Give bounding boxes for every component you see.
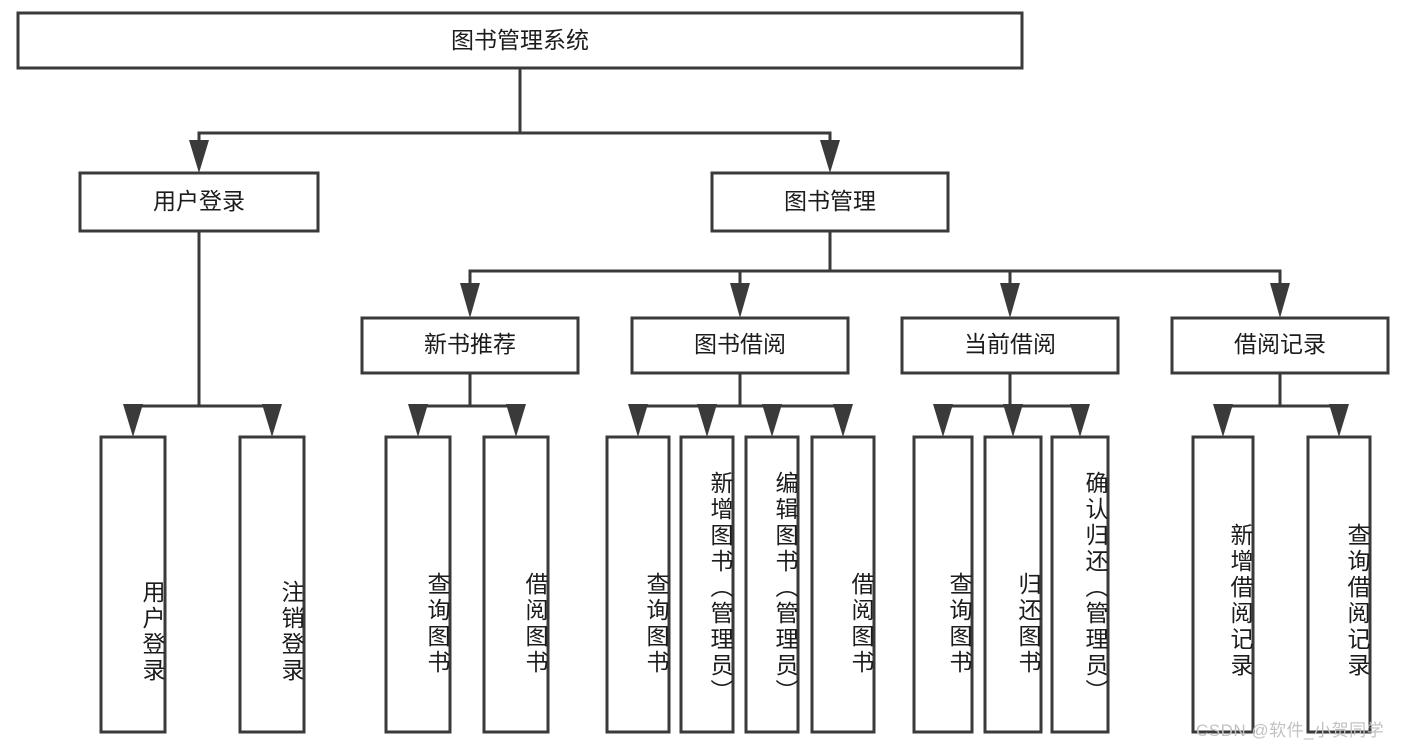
node-box-borrow-record[interactable] — [1170, 316, 1390, 375]
arrow-head-book-borrow — [730, 283, 750, 318]
arrow-head-new-book-recommend — [460, 283, 480, 318]
connector-layer — [123, 66, 1349, 437]
node-box-leaf-borrow-book[interactable] — [810, 435, 876, 734]
node-box-leaf-add-book[interactable] — [679, 435, 735, 734]
arrow-head-borrow-record — [1270, 283, 1290, 318]
arrow-head-leaf-add-borrow-record — [1213, 404, 1233, 437]
arrow-head-leaf-query-book-current — [933, 404, 953, 437]
node-box-leaf-add-borrow-record[interactable] — [1191, 435, 1255, 734]
arrow-head-book-management — [820, 140, 840, 173]
node-label-borrow-record: 借阅记录 — [1234, 331, 1326, 357]
node-box-leaf-query-borrow-record[interactable] — [1306, 435, 1372, 734]
node-box-leaf-query-book-recommend[interactable] — [384, 435, 452, 734]
arrow-head-leaf-query-borrow-record — [1329, 404, 1349, 437]
node-label-root: 图书管理系统 — [451, 27, 589, 53]
arrow-head-leaf-edit-book — [762, 404, 782, 437]
node-box-leaf-user-logout[interactable] — [238, 435, 306, 734]
node-label-new-book-recommend: 新书推荐 — [424, 331, 516, 357]
arrow-head-leaf-add-book — [697, 404, 717, 437]
node-box-leaf-borrow-book-recommend[interactable] — [482, 435, 550, 734]
node-box-leaf-return-book[interactable] — [983, 435, 1043, 734]
arrow-head-current-borrow — [1000, 283, 1020, 318]
node-label-user-login: 用户登录 — [153, 188, 245, 214]
csdn-watermark: CSDN @软件_小贺同学 — [1196, 721, 1385, 740]
node-box-book-borrow[interactable] — [630, 316, 850, 375]
node-label-book-management: 图书管理 — [784, 188, 876, 214]
arrow-head-leaf-query-book-borrow — [628, 404, 648, 437]
node-box-new-book-recommend[interactable] — [360, 316, 580, 375]
arrow-head-leaf-user-logout — [262, 404, 282, 437]
arrow-head-leaf-confirm-return — [1070, 404, 1090, 437]
node-box-current-borrow[interactable] — [900, 316, 1120, 375]
arrow-head-leaf-borrow-book — [833, 404, 853, 437]
node-box-user-login[interactable] — [78, 171, 320, 233]
node-box-leaf-confirm-return[interactable] — [1050, 435, 1110, 734]
arrow-head-leaf-return-book — [1003, 404, 1023, 437]
node-label-book-borrow: 图书借阅 — [694, 331, 786, 357]
node-box-leaf-query-book-borrow[interactable] — [605, 435, 671, 734]
node-box-book-management[interactable] — [710, 171, 950, 233]
node-label-current-borrow: 当前借阅 — [964, 331, 1056, 357]
node-box-leaf-query-book-current[interactable] — [912, 435, 974, 734]
node-box-root[interactable] — [16, 11, 1024, 70]
node-box-leaf-edit-book[interactable] — [744, 435, 800, 734]
arrow-head-user-login — [189, 140, 209, 173]
arrow-head-leaf-borrow-book-recommend — [506, 404, 526, 437]
arrow-head-leaf-query-book-recommend — [408, 404, 428, 437]
node-layer: 图书管理系统 用户登录 图书管理 新书推荐 图书借阅 当前借阅 借阅记录 — [16, 11, 1390, 734]
arrow-head-leaf-user-login — [123, 404, 143, 437]
node-box-leaf-user-login[interactable] — [99, 435, 167, 734]
